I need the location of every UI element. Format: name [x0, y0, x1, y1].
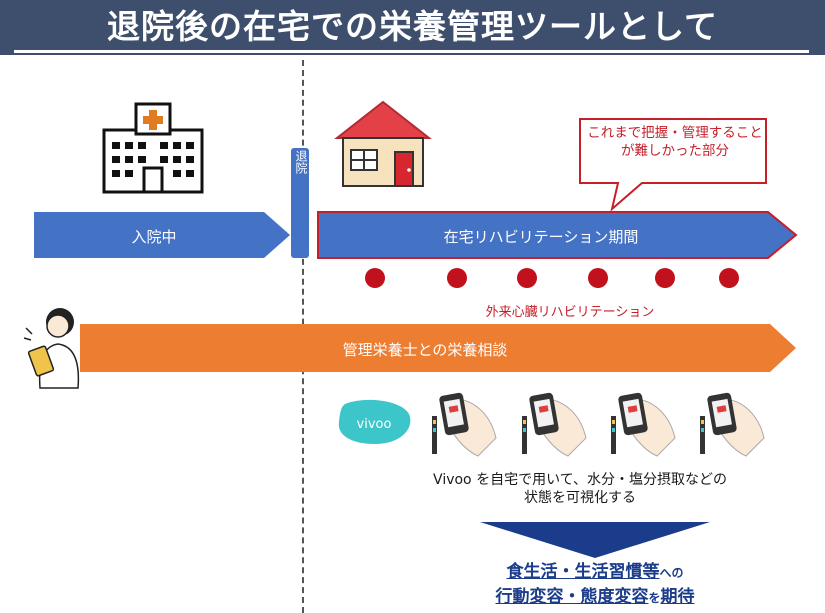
home-rehab-label: 在宅リハビリテーション期間	[443, 228, 639, 246]
discharge-marker	[291, 148, 309, 258]
house-icon	[334, 100, 432, 187]
vivoo-logo: vivoo	[338, 399, 411, 444]
callout-text: これまで把握・管理することが難しかった部分	[587, 125, 763, 159]
vivoo-description: Vivoo を自宅で用いて、水分・塩分摂取などの状態を可視化する	[433, 472, 727, 506]
expectation-line1-main: 食生活・生活習慣等	[506, 562, 660, 582]
expectation-line2-a: 行動変容・態度変容	[495, 587, 649, 607]
title-bar	[0, 0, 825, 55]
discharge-label: 退院	[294, 150, 308, 174]
outpatient-session-dot	[588, 268, 608, 288]
outpatient-session-dot	[517, 268, 537, 288]
outpatient-session-dot	[719, 268, 739, 288]
outpatient-rehab-label: 外来心臓リハビリテーション	[485, 305, 655, 320]
vivoo-logo-text: vivoo	[357, 417, 392, 432]
down-arrow-icon	[480, 522, 710, 558]
dietitian-consult-arrow	[80, 324, 796, 372]
dietitian-icon	[23, 308, 80, 389]
hospital-icon	[102, 102, 204, 194]
outpatient-session-dot	[365, 268, 385, 288]
vivoo-app-scan-icon	[611, 392, 676, 457]
page-title: 退院後の在宅での栄養管理ツールとして	[106, 7, 718, 46]
expectation-text: 食生活・生活習慣等への 行動変容・態度変容を期待	[455, 560, 735, 610]
home-rehab-arrow	[317, 211, 798, 259]
expectation-line1-particle: への	[659, 566, 684, 580]
vivoo-app-scan-icon	[522, 392, 587, 457]
outpatient-session-dot	[447, 268, 467, 288]
expectation-line2-b: 期待	[660, 587, 695, 607]
speech-callout-frame	[579, 118, 767, 212]
hospital-stay-arrow	[34, 212, 290, 258]
expectation-line2-particle: を	[648, 591, 661, 605]
title-underline	[14, 50, 809, 53]
vivoo-app-scan-icon	[432, 392, 497, 457]
outpatient-session-dot	[655, 268, 675, 288]
vivoo-app-scan-icon	[700, 392, 765, 457]
hospital-stay-label: 入院中	[131, 228, 177, 246]
dietitian-consult-label: 管理栄養士との栄養相談	[342, 341, 508, 359]
